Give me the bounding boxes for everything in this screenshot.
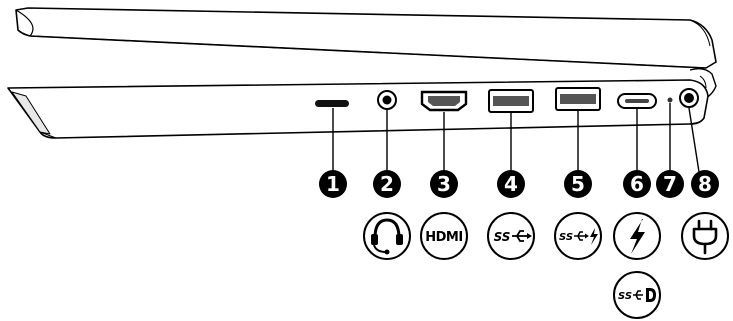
callout-badge-1: 1 [319, 170, 347, 198]
laptop-lid [15, 7, 717, 69]
port-usb-a-1 [488, 89, 534, 113]
callout-number-4: 4 [504, 172, 518, 196]
callout-number-1: 1 [326, 172, 340, 196]
thunderbolt-icon [613, 212, 661, 260]
callout-badge-6: 6 [623, 170, 651, 198]
hdmi-icon-label: HDMI [425, 230, 462, 245]
port-audio-jack [377, 90, 397, 110]
port-usb-c [617, 93, 657, 109]
usb-superspeed-icon: SS [487, 212, 535, 260]
port-memory-card-reader [315, 100, 349, 107]
usb-superspeed-charging-icon: SS [554, 212, 602, 260]
usb-superspeed-displayport-icon: SS [613, 271, 661, 319]
callout-number-6: 6 [630, 172, 644, 196]
power-plug-icon [681, 212, 729, 260]
callout-number-7: 7 [663, 172, 677, 196]
callout-badge-8: 8 [691, 170, 719, 198]
port-hdmi [420, 90, 468, 112]
port-usb-a-2 [555, 87, 601, 111]
usb-superspeed-charging-icon-label: SS [559, 232, 573, 243]
callout-badge-2: 2 [373, 170, 401, 198]
callout-leader-lines [332, 103, 700, 173]
headset-icon [363, 212, 411, 260]
callout-number-8: 8 [698, 172, 712, 196]
callout-badge-7: 7 [656, 170, 684, 198]
callout-number-5: 5 [571, 172, 585, 196]
usb-superspeed-displayport-icon-label: SS [618, 291, 632, 302]
status-light [667, 97, 673, 103]
port-power-connector [679, 88, 699, 108]
hdmi-icon: HDMI [420, 212, 468, 260]
laptop-base [7, 79, 709, 139]
callout-number-3: 3 [437, 172, 451, 196]
callout-number-2: 2 [380, 172, 394, 196]
usb-superspeed-icon-label: SS [494, 230, 511, 244]
callout-badge-4: 4 [497, 170, 525, 198]
callout-badge-5: 5 [564, 170, 592, 198]
callout-badge-3: 3 [430, 170, 458, 198]
